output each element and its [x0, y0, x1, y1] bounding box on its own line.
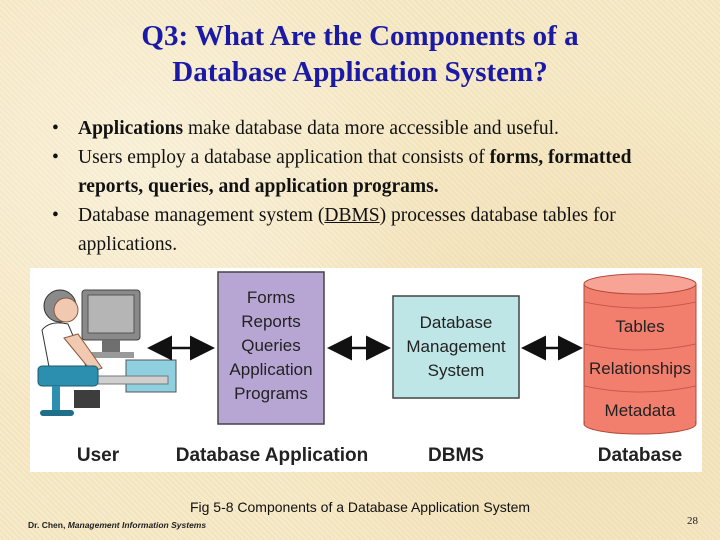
user-computer-icon	[37, 289, 177, 416]
bullet-bold-text: forms, formatted reports, queries, and a…	[78, 147, 632, 197]
db-item-tables: Tables	[615, 317, 664, 336]
footer-author-name: Dr. Chen,	[28, 520, 68, 530]
bullet-text: Users employ a database application that…	[78, 147, 490, 168]
dbms-link[interactable]: DBMS	[324, 205, 380, 226]
bullet-text: Database management system (	[78, 205, 325, 226]
label-user: User	[77, 445, 120, 466]
app-item-reports: Reports	[241, 312, 301, 331]
bullet-bold-text: Applications	[78, 118, 184, 139]
footer-course: Management Information Systems	[67, 520, 207, 530]
database-cylinder	[583, 273, 697, 435]
slide-title-line2: Database Application System?	[172, 56, 548, 88]
bullet-text: ) processes database tables for applicat…	[78, 205, 616, 255]
footer-author: Dr. Chen, Management Information Systems	[28, 520, 206, 530]
components-diagram: Forms Reports Queries Application Progra…	[30, 268, 702, 472]
page-number: 28	[687, 515, 698, 527]
dbms-box	[392, 295, 520, 399]
bullet-item-applications: Applications make database data more acc…	[50, 114, 690, 143]
dbms-box-line1: Database	[420, 313, 493, 332]
app-item-queries: Queries	[241, 336, 301, 355]
diagram-svg: Forms Reports Queries Application Progra…	[37, 271, 697, 466]
label-dbms: DBMS	[428, 445, 484, 466]
app-item-programs: Programs	[234, 384, 308, 403]
app-item-application: Application	[229, 360, 312, 379]
slide-title-line1: Q3: What Are the Components of a	[141, 20, 579, 52]
slide-title: Q3: What Are the Components of a Databas…	[0, 18, 720, 90]
label-database: Database	[598, 445, 683, 466]
app-item-forms: Forms	[247, 288, 295, 307]
bullet-item-users: Users employ a database application that…	[50, 143, 690, 201]
db-item-relationships: Relationships	[589, 359, 691, 378]
label-database-application: Database Application	[176, 445, 369, 466]
database-application-box	[217, 271, 325, 425]
bullet-list: Applications make database data more acc…	[50, 114, 690, 259]
bullet-item-dbms: Database management system (DBMS) proces…	[50, 201, 690, 259]
figure-caption: Fig 5-8 Components of a Database Applica…	[189, 499, 531, 515]
db-item-metadata: Metadata	[605, 401, 676, 420]
dbms-box-line3: System	[428, 361, 485, 380]
bullet-text: make database data more accessible and u…	[183, 118, 559, 139]
dbms-box-line2: Management	[406, 337, 506, 356]
